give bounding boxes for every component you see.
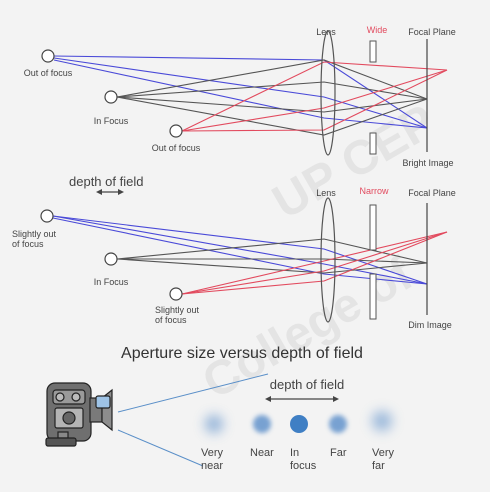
very-near-line2: near bbox=[201, 460, 223, 472]
very-far-line2: far bbox=[372, 460, 385, 472]
bottom-ray-blue bbox=[52, 217, 428, 285]
bottom-ray-red bbox=[181, 231, 448, 295]
top-object-far-label: Out of focus bbox=[24, 68, 73, 78]
camera-dof-arrow bbox=[265, 396, 339, 402]
top-object-focus-label: In Focus bbox=[94, 116, 129, 126]
camera-section: depth of field Very near Near In focus F… bbox=[45, 373, 397, 472]
top-aperture-upper bbox=[369, 40, 377, 63]
bottom-image-label: Dim Image bbox=[408, 320, 452, 330]
top-lens-label: Lens bbox=[316, 27, 336, 37]
top-ray-red bbox=[181, 69, 448, 132]
in-focus-line2: focus bbox=[290, 460, 317, 472]
bottom-ray-red bbox=[181, 231, 448, 295]
bottom-object-far-label: Slightly out of focus bbox=[12, 229, 59, 249]
top-ray-dark bbox=[116, 96, 428, 113]
dof-label: depth of field bbox=[69, 174, 143, 189]
in-focus-dot bbox=[290, 415, 308, 433]
top-object-near bbox=[169, 124, 183, 138]
bottom-object-near bbox=[169, 287, 183, 301]
bottom-aperture-lower bbox=[369, 273, 377, 320]
camera-dof-label: depth of field bbox=[270, 377, 344, 392]
very-far-line1: Very bbox=[372, 447, 395, 459]
top-image-label: Bright Image bbox=[402, 158, 453, 168]
top-ray-red bbox=[181, 61, 448, 132]
near-label: Near bbox=[250, 447, 274, 459]
very-near-label: Very near bbox=[201, 447, 226, 472]
bottom-ray-dark bbox=[117, 258, 428, 264]
diagram-title: Aperture size versus depth of field bbox=[121, 345, 363, 362]
bottom-object-near-label: Slightly out of focus bbox=[155, 305, 202, 325]
very-far-dot bbox=[372, 411, 392, 431]
very-near-dot bbox=[205, 415, 223, 433]
top-object-focus bbox=[104, 90, 118, 104]
bottom-lens bbox=[320, 197, 336, 323]
top-ray-blue bbox=[53, 57, 428, 129]
bottom-lens-label: Lens bbox=[316, 188, 336, 198]
bottom-ray-dark bbox=[116, 238, 428, 264]
bottom-diagram: Lens Narrow Focal Plane Dim Image Slight… bbox=[12, 186, 456, 330]
top-object-near-label: Out of focus bbox=[152, 143, 201, 153]
watermark: UP CEP College of bbox=[194, 95, 445, 410]
dof-arrow bbox=[96, 189, 124, 195]
very-near-line1: Very bbox=[201, 447, 224, 459]
bottom-focal-plane-label: Focal Plane bbox=[408, 188, 456, 198]
top-rays bbox=[53, 55, 448, 136]
top-aperture-label: Wide bbox=[367, 25, 388, 35]
top-focal-plane-label: Focal Plane bbox=[408, 27, 456, 37]
very-far-label: Very far bbox=[372, 447, 397, 472]
video-camera-icon bbox=[45, 382, 113, 447]
bottom-ray-dark bbox=[116, 258, 428, 274]
bottom-object-focus-label: In Focus bbox=[94, 277, 129, 287]
top-lens bbox=[320, 30, 336, 156]
far-label: Far bbox=[330, 447, 347, 459]
bottom-ray-blue bbox=[52, 215, 428, 285]
fov-lower-line bbox=[117, 429, 204, 467]
bottom-aperture-upper bbox=[369, 204, 377, 251]
fov-upper-line bbox=[117, 373, 269, 413]
top-ray-dark bbox=[116, 81, 428, 100]
bottom-object-near-line2: of focus bbox=[155, 315, 187, 325]
in-focus-label: In focus bbox=[290, 447, 317, 472]
top-ray-blue bbox=[53, 59, 428, 129]
top-ray-dark bbox=[116, 59, 428, 100]
bottom-aperture-label: Narrow bbox=[359, 186, 389, 196]
top-diagram: Lens Wide Focal Plane Bright Image Out o… bbox=[24, 25, 456, 168]
top-aperture-lower bbox=[369, 132, 377, 155]
top-ray-red bbox=[181, 69, 448, 132]
bottom-ray-red bbox=[181, 231, 448, 295]
bottom-object-far-line2: of focus bbox=[12, 239, 44, 249]
bottom-object-near-line1: Slightly out bbox=[155, 305, 200, 315]
bottom-object-far-line1: Slightly out bbox=[12, 229, 57, 239]
top-ray-dark bbox=[116, 96, 428, 136]
bottom-object-far bbox=[40, 209, 54, 223]
top-object-far bbox=[41, 49, 55, 63]
far-dot bbox=[329, 415, 347, 433]
bottom-rays bbox=[52, 215, 448, 295]
bottom-object-focus bbox=[104, 252, 118, 266]
near-dot bbox=[253, 415, 271, 433]
bottom-ray-blue bbox=[52, 215, 428, 285]
in-focus-line1: In bbox=[290, 447, 299, 459]
